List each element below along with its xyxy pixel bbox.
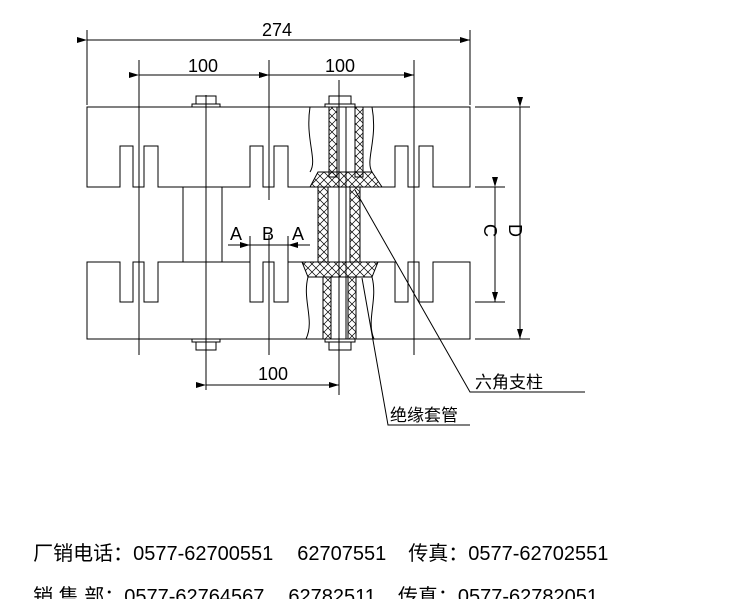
label-a-right: A [292,224,304,244]
callout-hex-post: 六角支柱 [475,373,543,393]
technical-drawing: 274 100 100 100 A B A C D 六角支柱 绝缘套管 [77,20,585,426]
lower-busbar-block [86,261,471,340]
label-c: C [480,224,500,237]
phone: 0577-62764567 [124,586,265,599]
upper-busbar-block [86,106,471,188]
dim-pitch-bottom: 100 [258,364,288,384]
contact-label: 销 售 部： [33,586,125,599]
fax-label: 传真： [408,543,469,565]
label-d: D [505,224,525,237]
callout-insulating-sleeve: 绝缘套管 [390,406,458,426]
phone-2: 62782511 [288,586,376,599]
contact-label: 厂销电话： [33,543,134,565]
phone-2: 62707551 [297,543,387,565]
fax: 0577-62782051 [457,586,599,599]
phone: 0577-62700551 [133,543,274,565]
dim-pitch-left: 100 [188,56,218,76]
contact-row-factory: 厂销电话：0577-62700551 62707551 传真：0577-627025… [22,514,608,566]
dim-pitch-right: 100 [325,56,355,76]
dim-total: 274 [262,20,292,40]
left-support [182,186,223,263]
fax: 0577-62702551 [468,543,609,565]
insulating-post [301,95,383,351]
contact-row-sales: 销 售 部：0577-62764567 62782511 传真：0577-62782… [22,557,598,599]
label-b: B [262,224,274,244]
fax-label: 传真： [397,586,458,599]
label-a-left: A [230,224,242,244]
